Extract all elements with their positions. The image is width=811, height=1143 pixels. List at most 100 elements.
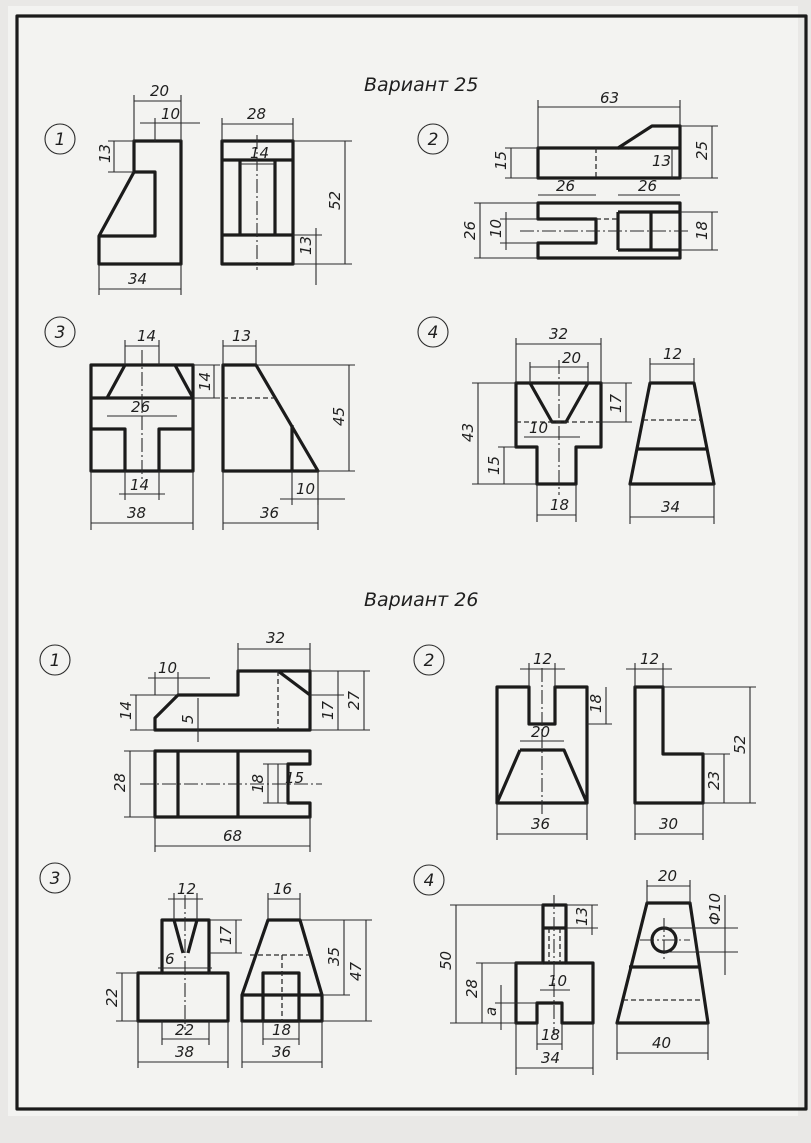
sheet-frame — [15, 14, 808, 1111]
svg-text:15: 15 — [285, 769, 304, 787]
task-number: 1 — [55, 130, 66, 150]
svg-text:6: 6 — [165, 950, 175, 968]
svg-text:10: 10 — [487, 219, 505, 238]
svg-text:20: 20 — [150, 82, 169, 100]
svg-text:10: 10 — [296, 480, 315, 498]
task-number: 3 — [50, 869, 61, 889]
svg-text:25: 25 — [693, 141, 711, 160]
svg-text:13: 13 — [96, 144, 114, 163]
svg-text:63: 63 — [600, 89, 619, 107]
svg-text:14: 14 — [130, 476, 149, 494]
svg-text:43: 43 — [459, 423, 477, 442]
svg-text:36: 36 — [260, 504, 279, 522]
svg-text:17: 17 — [217, 925, 235, 945]
svg-text:12: 12 — [663, 345, 682, 363]
svg-text:10: 10 — [161, 105, 180, 123]
svg-text:22: 22 — [103, 988, 121, 1007]
svg-text:32: 32 — [266, 629, 285, 647]
svg-text:47: 47 — [347, 961, 365, 981]
task-number-circle — [44, 316, 76, 348]
svg-text:26: 26 — [131, 398, 150, 416]
svg-text:18: 18 — [272, 1021, 291, 1039]
svg-text:28: 28 — [463, 979, 481, 998]
svg-text:18: 18 — [693, 221, 711, 240]
task-number: 4 — [428, 323, 439, 343]
v26-task-4: 4 20 Ф10 50 13 28 10 — [413, 864, 738, 1075]
task-number: 1 — [50, 651, 61, 671]
v26-task-2: 2 12 12 18 20 52 23 36 30 — [413, 644, 756, 840]
v25-task-2: 2 63 15 25 13 26 26 26 — [417, 89, 718, 260]
svg-text:36: 36 — [531, 815, 550, 833]
svg-text:18: 18 — [249, 774, 267, 793]
task-number: 4 — [424, 871, 435, 891]
task-number-circle — [413, 864, 445, 896]
task-number-circle — [417, 123, 449, 155]
svg-text:14: 14 — [196, 372, 214, 391]
svg-text:13: 13 — [297, 236, 315, 255]
svg-text:12: 12 — [640, 650, 659, 668]
svg-text:5: 5 — [179, 714, 197, 724]
task-number-circle — [39, 862, 71, 894]
svg-text:40: 40 — [652, 1034, 671, 1052]
svg-text:36: 36 — [272, 1043, 291, 1061]
svg-text:32: 32 — [549, 325, 568, 343]
svg-text:27: 27 — [345, 690, 363, 710]
svg-text:16: 16 — [273, 880, 292, 898]
variant-25-title: Вариант 25 — [364, 74, 478, 96]
svg-text:Ф10: Ф10 — [706, 893, 724, 925]
task-number: 3 — [55, 323, 66, 343]
svg-text:12: 12 — [177, 880, 196, 898]
svg-text:10: 10 — [548, 972, 567, 990]
svg-text:17: 17 — [319, 700, 337, 720]
svg-text:28: 28 — [111, 773, 129, 792]
svg-text:52: 52 — [326, 191, 344, 210]
svg-text:30: 30 — [659, 815, 678, 833]
variant-26-title: Вариант 26 — [364, 589, 478, 611]
svg-text:15: 15 — [492, 151, 510, 170]
svg-text:26: 26 — [556, 177, 575, 195]
task-number-circle — [39, 644, 71, 676]
svg-text:38: 38 — [127, 504, 146, 522]
svg-text:14: 14 — [250, 144, 269, 162]
svg-text:14: 14 — [137, 327, 156, 345]
svg-text:23: 23 — [705, 771, 723, 790]
task-number: 2 — [428, 130, 439, 150]
svg-text:50: 50 — [437, 951, 455, 970]
v25-task-1: 1 20 10 28 14 13 52 13 — [44, 82, 352, 295]
svg-text:13: 13 — [573, 907, 591, 926]
svg-text:14: 14 — [117, 701, 135, 720]
svg-text:20: 20 — [562, 349, 581, 367]
svg-text:22: 22 — [175, 1021, 194, 1039]
svg-text:13: 13 — [232, 327, 251, 345]
svg-text:18: 18 — [541, 1026, 560, 1044]
svg-text:34: 34 — [541, 1049, 560, 1067]
svg-text:38: 38 — [175, 1043, 194, 1061]
svg-text:52: 52 — [731, 735, 749, 754]
svg-text:28: 28 — [247, 105, 266, 123]
v25-task-4: 4 32 12 20 43 17 10 15 — [417, 316, 716, 524]
svg-text:15: 15 — [485, 456, 503, 475]
task-number: 2 — [424, 651, 435, 671]
svg-text:18: 18 — [550, 496, 569, 514]
v26-task-1: 1 32 10 14 5 17 27 28 — [39, 629, 370, 852]
svg-text:20: 20 — [658, 867, 677, 885]
svg-text:26: 26 — [638, 177, 657, 195]
svg-text:10: 10 — [529, 419, 548, 437]
task-number-circle — [417, 316, 449, 348]
v26-1-front-view — [153, 669, 312, 732]
svg-text:13: 13 — [652, 152, 671, 170]
svg-text:17: 17 — [607, 393, 625, 413]
svg-text:34: 34 — [128, 270, 147, 288]
svg-text:35: 35 — [325, 947, 343, 966]
svg-text:12: 12 — [533, 650, 552, 668]
v25-task-3: 3 14 13 14 26 45 14 — [44, 316, 355, 530]
svg-text:10: 10 — [158, 659, 177, 677]
task-number-circle — [413, 644, 445, 676]
svg-text:34: 34 — [661, 498, 680, 516]
task-number-circle — [44, 123, 76, 155]
svg-text:20: 20 — [531, 723, 550, 741]
svg-text:26: 26 — [461, 221, 479, 240]
svg-text:45: 45 — [330, 407, 348, 426]
v26-task-3: 3 12 16 17 6 35 47 — [39, 862, 372, 1068]
